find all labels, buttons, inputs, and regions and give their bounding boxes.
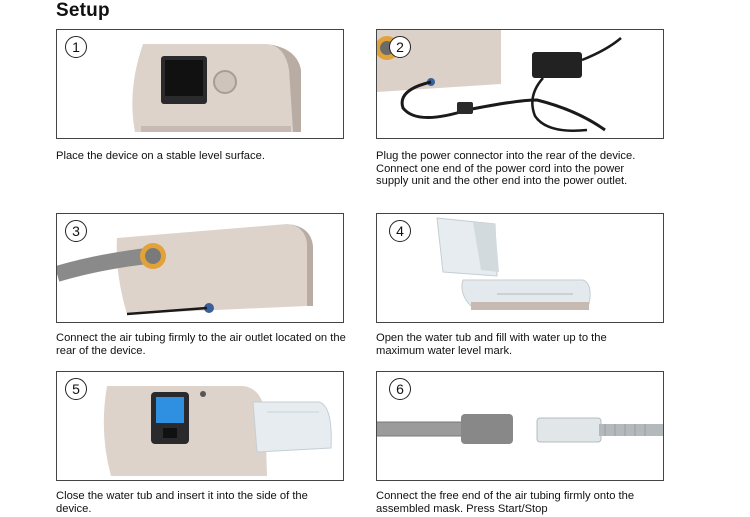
tubing-mask-connection-illustration xyxy=(377,414,663,444)
page-title: Setup xyxy=(56,0,110,21)
step-3-number: 3 xyxy=(65,220,87,242)
step-1-number: 1 xyxy=(65,36,87,58)
step-1-image: 1 xyxy=(56,29,344,139)
water-tub-illustration xyxy=(436,217,591,310)
step-2-caption: Plug the power connector into the rear o… xyxy=(376,150,636,187)
step-3-image: 3 xyxy=(56,213,344,323)
step-6-caption: Connect the free end of the air tubing f… xyxy=(376,490,635,515)
step-1-caption: Place the device on a stable level surfa… xyxy=(56,150,265,162)
assembled-device-illustration xyxy=(103,386,332,476)
air-tubing-illustration xyxy=(57,224,313,316)
step-2-image: 2 xyxy=(376,29,664,139)
step-6-number: 6 xyxy=(389,378,411,400)
step-5-caption: Close the water tub and insert it into t… xyxy=(56,490,308,515)
step-4-caption: Open the water tub and fill with water u… xyxy=(376,332,607,357)
power-supply-illustration xyxy=(377,30,622,132)
step-6-image: 6 xyxy=(376,371,664,481)
step-4-image: 4 xyxy=(376,213,664,323)
step-5-number: 5 xyxy=(65,378,87,400)
step-2-number: 2 xyxy=(389,36,411,58)
device-illustration xyxy=(132,44,301,132)
step-3-caption: Connect the air tubing firmly to the air… xyxy=(56,332,346,357)
step-5-image: 5 xyxy=(56,371,344,481)
step-4-number: 4 xyxy=(389,220,411,242)
